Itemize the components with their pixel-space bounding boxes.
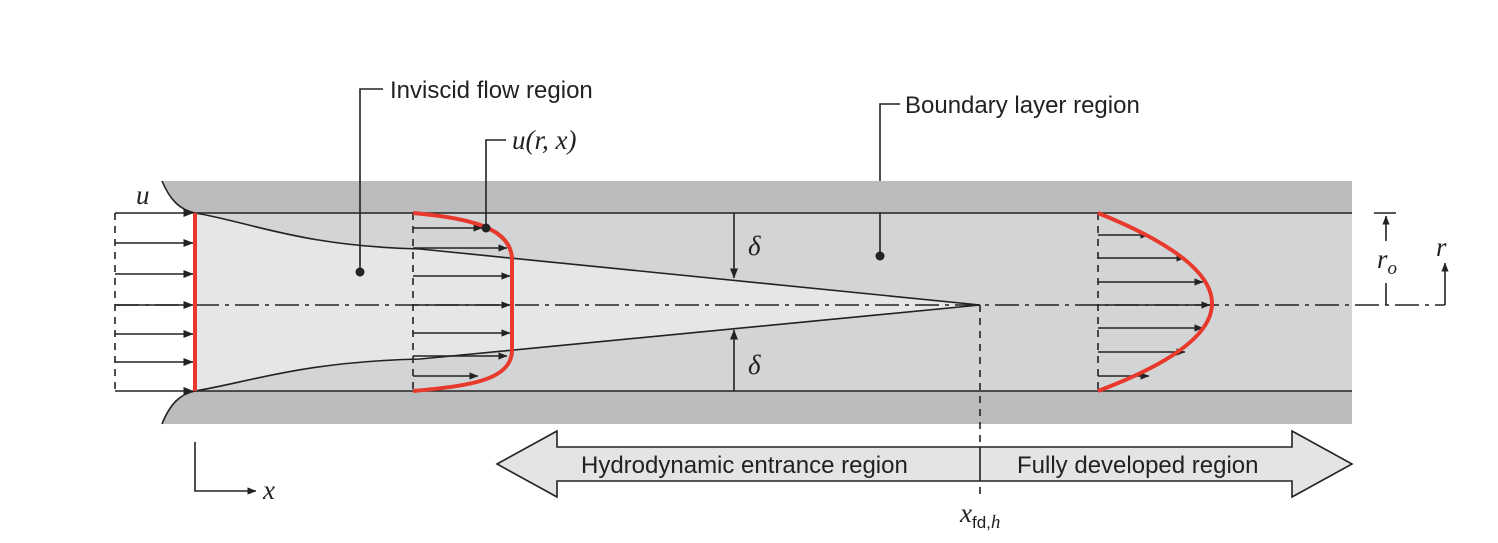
- developing-profile: [412, 211, 514, 393]
- boundary-dot: [875, 251, 885, 261]
- velocity-fn-dot: [481, 223, 491, 233]
- u-label: u: [136, 180, 150, 210]
- developed-region-label: Fully developed region: [1017, 452, 1259, 479]
- boundary-label: Boundary layer region: [905, 92, 1140, 119]
- inlet-velocity-arrows: [115, 209, 194, 395]
- inviscid-leader: [359, 88, 383, 272]
- r-label: r: [1436, 232, 1447, 262]
- boundary-layer-edge-bottom: [194, 304, 981, 392]
- pipe-wall-bottom: [162, 391, 1352, 424]
- inviscid-core: [195, 213, 980, 391]
- x-axis: [194, 442, 257, 495]
- velocity-fn-leader: [485, 139, 506, 228]
- delta-bottom-label: δ: [748, 350, 761, 380]
- xfd-label: xfd,h: [959, 498, 1000, 533]
- inviscid-label: Inviscid flow region: [390, 77, 593, 104]
- velocity-fn-label: u(r, x): [512, 125, 576, 155]
- developed-velocity-arrows: [1098, 231, 1211, 380]
- developed-profile: [1097, 211, 1214, 393]
- x-label: x: [262, 475, 275, 505]
- pipe-wall-top: [162, 181, 1352, 213]
- boundary-layer-edge-top: [194, 212, 981, 306]
- entrance-region-label: Hydrodynamic entrance region: [581, 452, 908, 479]
- boundary-leader: [879, 103, 900, 181]
- delta-top-label: δ: [748, 231, 761, 261]
- inviscid-dot: [355, 267, 365, 277]
- developing-velocity-arrows: [413, 224, 511, 380]
- region-double-arrow: [495, 429, 1354, 499]
- ro-label: ro: [1377, 244, 1397, 279]
